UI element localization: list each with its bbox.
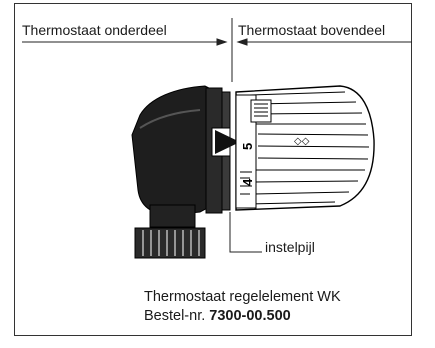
- setting-arrow-icon: [211, 127, 240, 157]
- caption-title: Thermostaat regelelement WK: [144, 289, 341, 305]
- caption-order-number: Bestel-nr. 7300-00.500: [144, 307, 341, 326]
- lock-symbol-icon: ◇◇: [294, 136, 310, 147]
- mounting-nut: [134, 227, 206, 259]
- caption: Thermostaat regelelement WK Bestel-nr. 7…: [144, 288, 341, 326]
- lower-part-label: Thermostaat onderdeel: [22, 22, 167, 38]
- arrow-leader-line: [229, 212, 262, 253]
- dimension-lines: [22, 18, 412, 82]
- order-number: 7300-00.500: [209, 308, 291, 324]
- order-prefix: Bestel-nr.: [144, 308, 210, 324]
- upper-part: 5 4 ◇◇: [235, 85, 375, 211]
- upper-part-label: Thermostaat bovendeel: [238, 22, 386, 38]
- setting-arrow-label: instelpijl: [265, 239, 315, 255]
- scale-mark-4: 4: [240, 178, 255, 186]
- lower-part: [131, 85, 231, 259]
- scale-mark-5: 5: [240, 143, 255, 150]
